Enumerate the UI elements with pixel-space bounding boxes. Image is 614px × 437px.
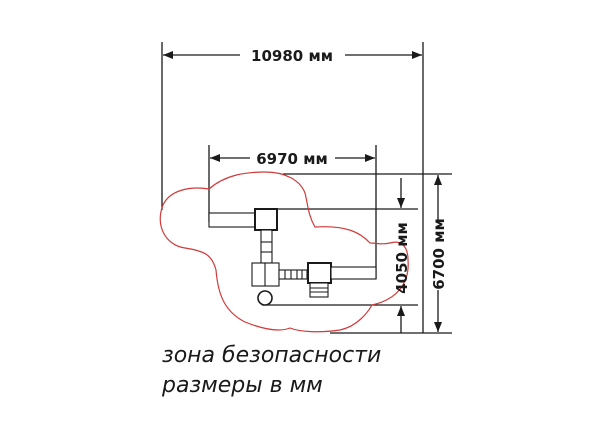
slide-left xyxy=(208,212,256,228)
dim-inner-width: 6970 мм xyxy=(256,150,328,168)
caption-safety-zone: зона безопасности xyxy=(162,343,381,368)
tower-2 xyxy=(307,262,332,284)
caption-units: размеры в мм xyxy=(161,373,323,398)
dim-total-depth: 6700 мм xyxy=(430,218,448,290)
play-equipment xyxy=(208,208,377,306)
slide-right xyxy=(330,266,377,280)
safety-zone-outline xyxy=(159,171,409,333)
ladder-bridge xyxy=(278,269,308,280)
steering-wheel xyxy=(257,290,273,306)
bridge-vertical xyxy=(260,229,273,264)
tower-1 xyxy=(254,208,278,231)
stairs xyxy=(309,282,329,298)
dim-inner-depth: 4050 мм xyxy=(393,222,411,294)
dim-total-width: 10980 мм xyxy=(251,47,333,65)
